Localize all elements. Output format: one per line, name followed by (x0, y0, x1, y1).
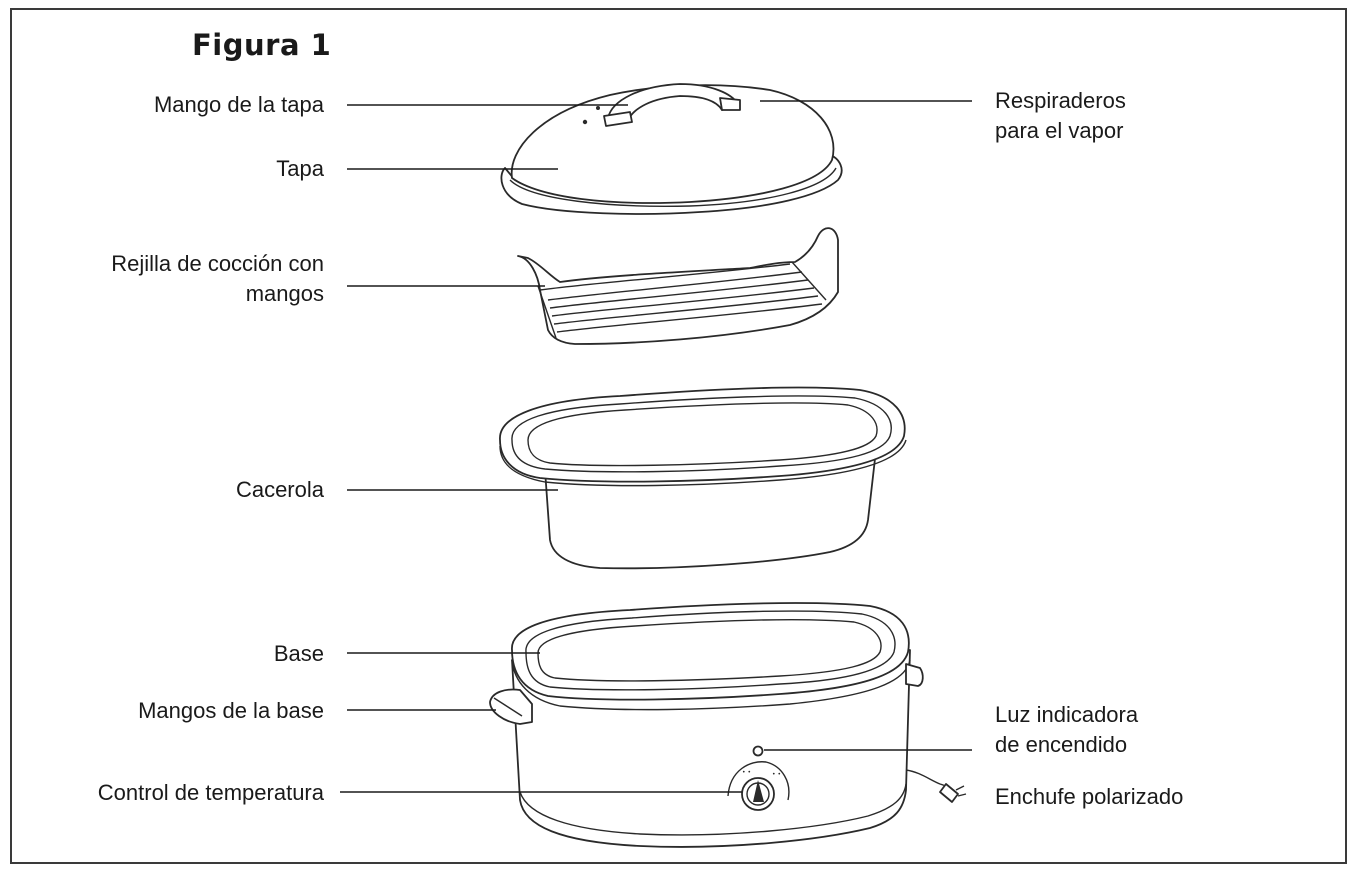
label-indicator-light-line1: Luz indicadora (995, 702, 1139, 727)
label-lid: Tapa (276, 156, 324, 181)
svg-text:• •: • • (742, 769, 751, 776)
steam-vent-dot (596, 106, 600, 110)
label-indicator-light-line2: de encendido (995, 732, 1128, 757)
rack-drawing (517, 227, 839, 345)
label-rack-line1: Rejilla de cocción con (111, 251, 324, 276)
label-polarized-plug: Enchufe polarizado (995, 784, 1184, 809)
label-base-handles: Mangos de la base (138, 698, 324, 723)
label-rack: Rejilla de cocción con mangos (111, 249, 324, 309)
svg-text:• •: • • (772, 771, 781, 778)
label-base: Base (273, 641, 324, 666)
pan-drawing (499, 386, 907, 570)
leader-lines (340, 100, 972, 793)
indicator-light-dot (752, 745, 764, 757)
figure-title: Figura 1 (192, 28, 332, 62)
label-rack-line2: mangos (245, 281, 324, 306)
label-steam-vents-line1: Respiraderos (995, 88, 1126, 113)
lid-drawing (500, 83, 843, 215)
label-temp-control: Control de temperatura (97, 780, 324, 805)
label-steam-vents: Respiraderos para el vapor (995, 86, 1126, 146)
steam-vent-dot (582, 119, 588, 125)
label-steam-vents-line2: para el vapor (995, 118, 1124, 143)
figure-frame (10, 8, 1347, 864)
label-pan: Cacerola (235, 477, 324, 502)
temperature-dial: • • • • (727, 761, 790, 811)
polarized-plug (939, 783, 959, 803)
label-lid-handle: Mango de la tapa (153, 92, 324, 117)
base-drawing: • • • • (489, 602, 967, 848)
label-indicator-light: Luz indicadora de encendido (995, 700, 1138, 760)
